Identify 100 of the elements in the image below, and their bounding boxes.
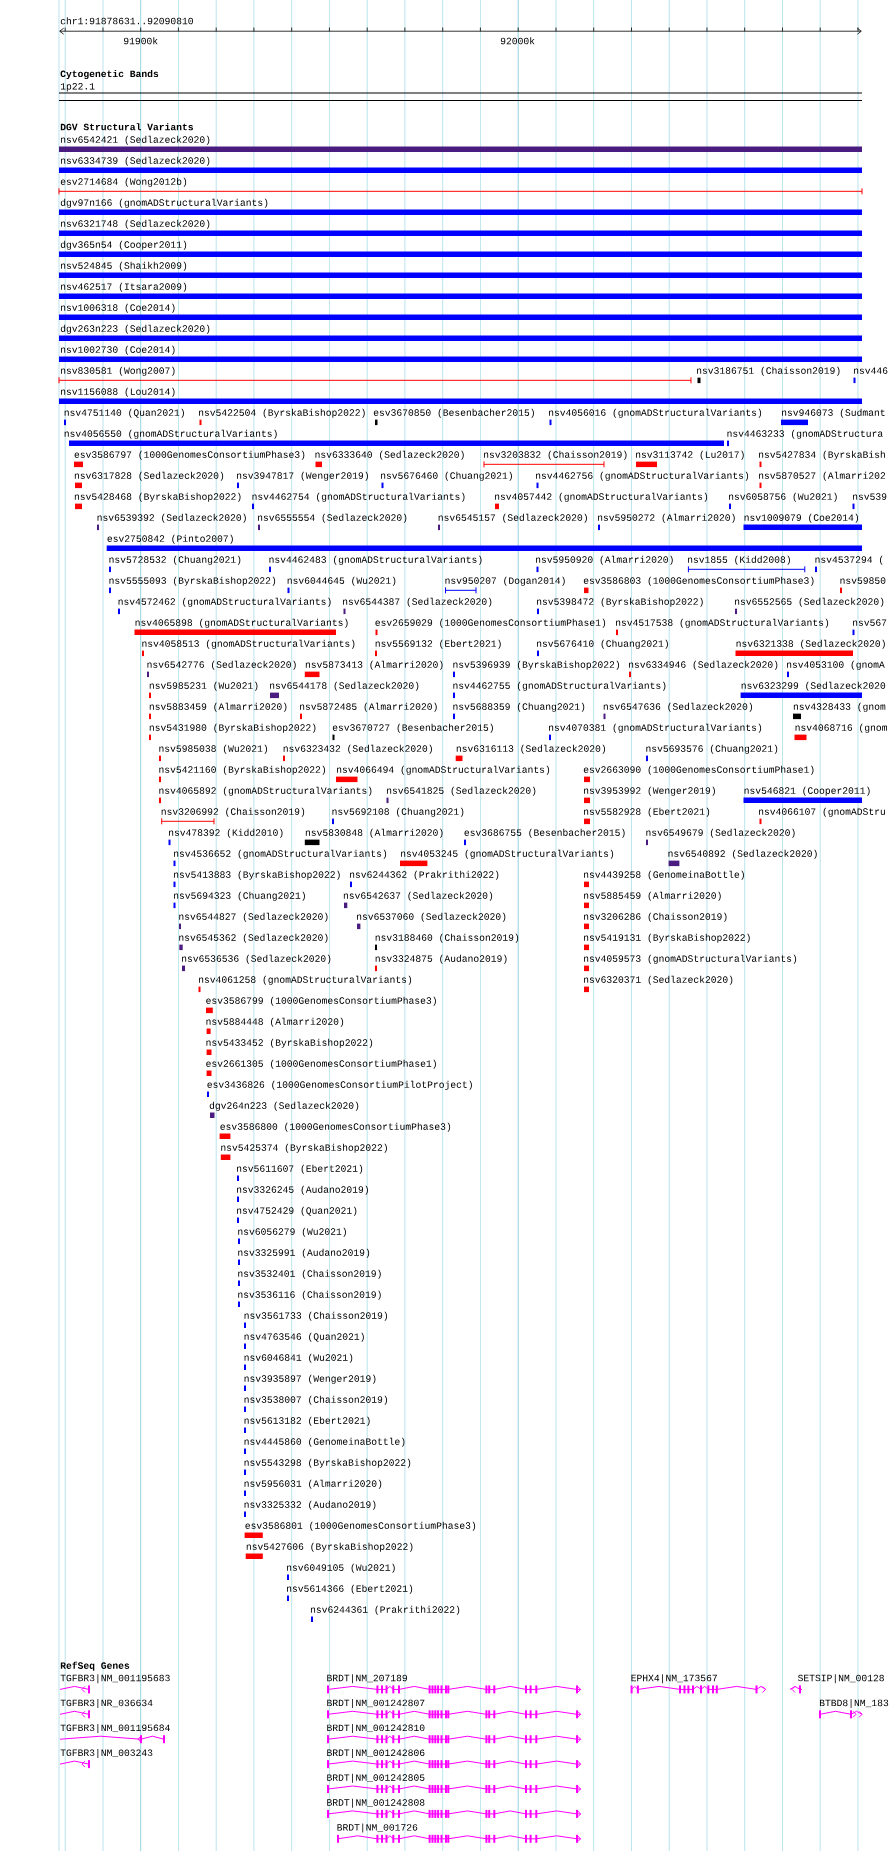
gene-label: BRDT|NM_001242808	[327, 1798, 425, 1808]
variant-label: nsv5427606 (ByrskaBishop2022)	[246, 1542, 413, 1552]
variant-label: nsv5428468 (ByrskaBishop2022)	[74, 492, 241, 502]
variant-label: nsv4445860 (GenomeinaBottle)	[244, 1437, 405, 1447]
variant-label: nsv4056550 (gnomADStructuralVariants)	[64, 429, 277, 439]
variant-label: esv2663090 (1000GenomesConsortiumPhase1)	[583, 765, 814, 775]
variant-label: nsv6544387 (Sedlazeck2020)	[343, 597, 492, 607]
variant-label: nsv4065892 (gnomADStructuralVariants)	[159, 786, 372, 796]
tick-label: 92000k	[500, 37, 535, 45]
variant-label: nsv6316113 (Sedlazeck2020)	[456, 744, 606, 754]
variant-label: esv3586797 (1000GenomesConsortiumPhase3)	[74, 450, 305, 460]
variant-label: nsv6323432 (Sedlazeck2020)	[283, 744, 432, 754]
variant-label: nsv5956031 (Almarri2020)	[244, 1479, 382, 1489]
variant-label: nsv6323299 (Sedlazeck2020	[741, 681, 886, 691]
variant-label: nsv5728532 (Chuang2021)	[109, 555, 241, 565]
variant-label: nsv4462483 (gnomADStructuralVariants)	[269, 555, 482, 565]
variant-label: nsv5582928 (Ebert2021)	[584, 807, 710, 817]
gene-label: TGFBR3|NR_036634	[60, 1699, 153, 1709]
variant-label: nsv5555093 (ByrskaBishop2022)	[109, 576, 276, 586]
variant-label: nsv59850	[840, 577, 886, 584]
variant-label: nsv5613182 (Ebert2021)	[244, 1416, 370, 1426]
variant-label: nsv6542776 (Sedlazeck2020)	[147, 660, 296, 670]
variant-label: nsv5422504 (ByrskaBishop2022)	[199, 408, 365, 418]
variant-label: nsv3935897 (Wenger2019)	[244, 1374, 376, 1384]
variant-label: nsv5694323 (Chuang2021)	[174, 891, 305, 901]
variant-label: nsv524845 (Shaikh2009)	[61, 261, 187, 271]
variant-label: nsv478392 (Kidd2010)	[169, 828, 283, 838]
variant-label: nsv6058756 (Wu2021)	[729, 492, 837, 502]
variant-label: nsv5693576 (Chuang2021)	[646, 744, 778, 754]
variant-label: nsv3536116 (Chaisson2019)	[238, 1290, 381, 1300]
variant-label: nsv6049105 (Wu2021)	[287, 1563, 395, 1573]
track-title: DGV Structural Variants	[60, 123, 193, 131]
variant-label: nsv6544827 (Sedlazeck2020)	[179, 912, 328, 922]
variant-label: esv3670727 (Besenbacher2015)	[332, 723, 493, 733]
variant-label: esv2661305 (1000GenomesConsortiumPhase1)	[206, 1059, 436, 1069]
variant-label: nsv5883459 (Almarri2020)	[149, 702, 287, 712]
variant-label: nsv4070381 (gnomADStructuralVariants)	[549, 723, 762, 733]
variant-label: nsv4068716 (gnom	[795, 723, 887, 733]
variant-label: nsv5676460 (Chuang2021)	[381, 471, 512, 481]
tick-label: 91900k	[123, 37, 158, 45]
variant-label: nsv4462755 (gnomADStructuralVariants)	[453, 681, 666, 691]
variant-label: nsv4065898 (gnomADStructuralVariants)	[135, 618, 348, 628]
variant-label: nsv3186751 (Chaisson2019)	[697, 366, 840, 376]
variant-label: nsv950207 (Dogan2014)	[445, 576, 565, 586]
variant-label: nsv6333640 (Sedlazeck2020)	[315, 450, 464, 460]
variant-label: nsv5614366 (Ebert2021)	[287, 1584, 413, 1594]
variant-label: nsv5873413 (Almarri2020)	[305, 660, 443, 670]
variant-label: nsv546821 (Cooper2011)	[744, 786, 870, 796]
variant-label: nsv6537060 (Sedlazeck2020)	[357, 912, 506, 922]
variant-label: nsv6547636 (Sedlazeck2020)	[603, 702, 752, 712]
variant-label: nsv6539392 (Sedlazeck2020)	[97, 513, 246, 523]
variant-label: nsv5421160 (ByrskaBishop2022)	[159, 765, 325, 775]
variant-label: dgv365n54 (Cooper2011)	[60, 240, 187, 250]
gene-label: BRDT|NM_207189	[327, 1674, 407, 1684]
variant-label: nsv539	[853, 493, 887, 500]
variant-label: nsv5425374 (ByrskaBishop2022)	[221, 1143, 387, 1153]
variant-label: nsv3953992 (Wenger2019)	[584, 786, 715, 796]
variant-label: nsv5676410 (Chuang2021)	[537, 639, 668, 649]
variant-label: nsv5543298 (ByrskaBishop2022)	[244, 1458, 411, 1468]
variant-label: nsv5885459 (Almarri2020)	[584, 891, 721, 901]
variant-label: nsv6549679 (Sedlazeck2020)	[646, 828, 795, 838]
variant-label: nsv6555554 (Sedlazeck2020)	[258, 513, 407, 523]
variant-label: nsv1156088 (Lou2014)	[61, 387, 175, 397]
variant-label: nsv4751140 (Quan2021)	[64, 408, 184, 418]
variant-label: nsv5431980 (ByrskaBishop2022)	[149, 723, 316, 733]
variant-label: nsv6317828 (Sedlazeck2020)	[74, 471, 224, 481]
gene-label: BRDT|NM_001242806	[327, 1748, 425, 1758]
variant-label: nsv4439258 (GenomeinaBottle)	[584, 870, 744, 880]
variant-label: nsv946073 (Sudmant	[782, 408, 885, 418]
variant-label: nsv4059573 (gnomADStructuralVariants)	[584, 954, 797, 964]
variant-label: nsv4463233 (gnomADStructura	[727, 429, 883, 439]
variant-label: nsv6244361 (Prakrithi2022)	[310, 1605, 460, 1615]
variant-label: nsv5427834 (ByrskaBish	[759, 450, 885, 460]
variant-label: nsv6541825 (Sedlazeck2020)	[387, 786, 536, 796]
variant-label: nsv4536652 (gnomADStructuralVariants)	[174, 849, 387, 859]
variant-label: nsv6321748 (Sedlazeck2020)	[61, 219, 210, 229]
variant-label: nsv6334946 (Sedlazeck2020)	[629, 660, 778, 670]
variant-label: nsv6545157 (Sedlazeck2020)	[438, 513, 587, 523]
variant-label: esv2659029 (1000GenomesConsortiumPhase1)	[375, 618, 606, 628]
variant-label: dgv264n223 (Sedlazeck2020)	[209, 1101, 359, 1111]
variant-label: nsv5688359 (Chuang2021)	[453, 702, 585, 712]
variant-label: nsv4462754 (gnomADStructuralVariants)	[252, 492, 465, 502]
variant-label: nsv830581 (Wong2007)	[61, 366, 175, 376]
variant-label: nsv3206286 (Chaisson2019)	[584, 912, 727, 922]
variant-label: nsv4537294 (	[815, 555, 883, 565]
variant-label: nsv567	[853, 619, 887, 626]
variant-label: nsv6545362 (Sedlazeck2020)	[179, 933, 328, 943]
variant-label: nsv6334739 (Sedlazeck2020)	[61, 156, 210, 166]
position-label: chr1:91878631..92090810	[60, 17, 193, 25]
gene-label: TGFBR3|NM_001195683	[60, 1674, 170, 1684]
variant-label: nsv5433452 (ByrskaBishop2022)	[206, 1038, 373, 1048]
variant-label: dgv263n223 (Sedlazeck2020)	[60, 324, 210, 334]
gene-label: BRDT|NM_001242810	[327, 1724, 425, 1733]
variant-label: nsv446	[854, 367, 888, 374]
variant-label: nsv5569132 (Ebert2021)	[375, 639, 501, 649]
variant-label: nsv6321338 (Sedlazeck2020)	[736, 639, 885, 649]
variant-label: nsv5950920 (Almarri2020)	[536, 555, 673, 565]
variant-label: nsv3325332 (Audano2019)	[244, 1500, 376, 1510]
variant-label: nsv1855 (Kidd2008)	[688, 555, 790, 565]
variant-label: nsv6536536 (Sedlazeck2020)	[182, 954, 331, 964]
